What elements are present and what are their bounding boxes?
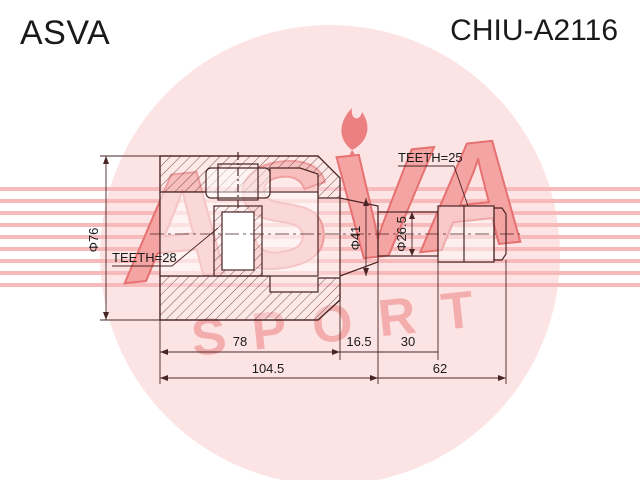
total-left-label: 104.5 [252, 361, 285, 376]
shaft-tip [493, 207, 507, 261]
dimension-arrows [103, 156, 506, 381]
total-right-label: 62 [433, 361, 447, 376]
dimension-lines [100, 155, 507, 384]
watermark-circle [100, 25, 560, 480]
dia-body-label: Φ76 [86, 228, 101, 253]
watermark-flame-icon [341, 108, 368, 170]
dia-shaft-label: Φ26.5 [394, 216, 409, 252]
part-number: CHIU-A2116 [450, 14, 618, 47]
neck-length-label: 16.5 [346, 334, 371, 349]
teeth-outer-label: TEETH=25 [398, 150, 463, 165]
body-length-label: 78 [233, 334, 247, 349]
dia-neck-label: Φ41 [348, 226, 363, 251]
shaft-length-label: 30 [401, 334, 415, 349]
cv-joint-drawing [150, 152, 520, 321]
housing-hatch-bottom [159, 275, 341, 321]
dimension-labels: Φ76 Φ41 Φ26.5 TEETH=28 TEETH=25 78 16.5 … [86, 150, 463, 376]
brand-title: ASVA [20, 14, 111, 52]
spline-bore [221, 211, 255, 271]
teeth-inner-label: TEETH=28 [112, 250, 177, 265]
